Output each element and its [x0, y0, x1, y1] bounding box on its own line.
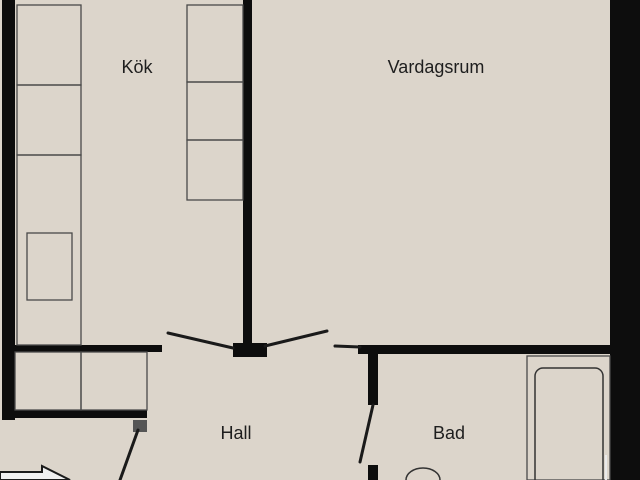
storage-top-wall — [12, 345, 162, 352]
right-outer-wall — [610, 0, 640, 480]
storage-bottom-wall — [12, 410, 147, 418]
wall-cabinet-3 — [186, 139, 244, 201]
living-room-door — [263, 329, 329, 348]
bath-top-wall — [358, 345, 610, 354]
storage-closet-right — [80, 351, 148, 411]
living-room-label: Vardagsrum — [388, 57, 485, 77]
bath-left-wall-lower — [368, 465, 378, 480]
entry-door — [118, 428, 140, 480]
entry-wall-stub — [133, 420, 147, 432]
bath-door-stop — [333, 344, 362, 349]
entrance-arrow-icon — [0, 464, 71, 480]
hall-door-post — [233, 343, 267, 357]
bath-left-wall-upper — [368, 345, 378, 405]
storage-left-wall — [8, 345, 15, 418]
toilet — [405, 467, 441, 480]
hall-label: Hall — [220, 423, 251, 443]
bath-area-divider — [526, 355, 611, 480]
bath-door — [358, 403, 375, 464]
kitchen-door — [166, 331, 235, 350]
bathroom-label: Bad — [433, 423, 465, 443]
counter-run — [16, 154, 82, 346]
kitchen-label: Kök — [121, 57, 153, 77]
left-outer-wall — [2, 0, 15, 420]
kitchen-living-wall — [243, 0, 252, 345]
bathtub — [534, 367, 604, 480]
stove — [26, 232, 73, 301]
